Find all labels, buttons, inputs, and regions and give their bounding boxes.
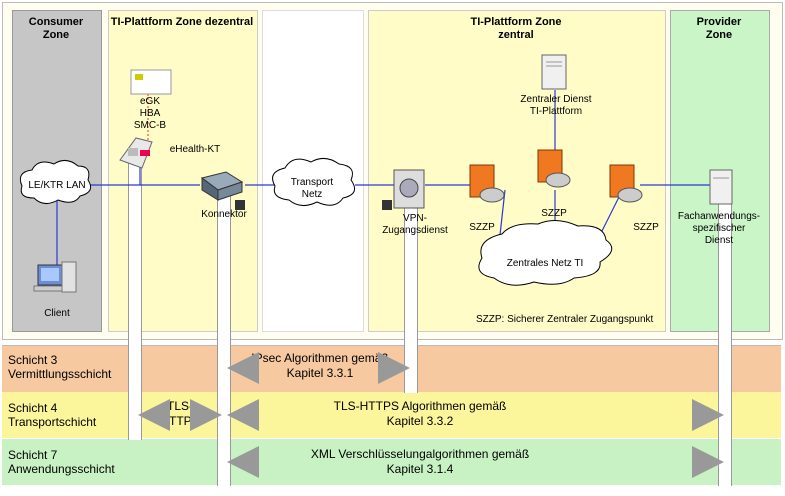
- client-computer-icon: [33, 261, 77, 293]
- szzp-note: SZZP: Sicherer Zentraler Zugangspunkt: [476, 314, 654, 325]
- tls-https-short: TLS- HTTPS: [160, 399, 200, 428]
- xml-algorithms: XML Verschlüsselungalgorithmen gemäß Kap…: [310, 447, 530, 476]
- konnektor-icon: [200, 171, 245, 210]
- zentraler-dienst-label: Zentraler Dienst TI-Plattform: [520, 94, 592, 117]
- provider-zone-title: Provider Zone: [696, 16, 742, 41]
- ehealth-kt-label: eHealth-KT: [169, 144, 221, 155]
- tls-https-algorithms: TLS-HTTPS Algorithmen gemäß Kapitel 3.3.…: [333, 399, 507, 428]
- card-icon: [130, 69, 172, 95]
- szzp-mid-firewall-icon: [537, 149, 571, 188]
- layer-3-label: Schicht 3 Vermittlungsschicht: [8, 353, 112, 381]
- szzp-mid-label: SZZP: [541, 208, 567, 219]
- szzp-left-label: SZZP: [469, 222, 495, 233]
- fachdienst-server-icon: [709, 169, 733, 205]
- le-ktr-lan-label: LE/KTR LAN: [28, 180, 86, 191]
- zentraler-dienst-server-icon: [541, 54, 567, 90]
- zentrales-netz-label: Zentrales Netz TI: [506, 258, 584, 269]
- zentral-zone-title: TI-Plattform Zone zentral: [470, 16, 562, 41]
- cards-label: eGK HBA SMC-B: [133, 96, 167, 131]
- transport-netz-label: Transport Netz: [290, 177, 334, 200]
- le-ktr-lan-cloud: [19, 160, 92, 204]
- transport-netz-cloud: [272, 158, 356, 206]
- szzp-right-firewall-icon: [609, 164, 643, 203]
- layer-row-7: [2, 439, 781, 485]
- bar-client: [128, 160, 142, 440]
- client-label: Client: [44, 308, 70, 319]
- fachdienst-label: Fachanwendungs- spezifischer Dienst: [677, 211, 761, 246]
- zentrales-netz-cloud: [478, 220, 613, 286]
- dezentral-zone-title: TI-Plattform Zone dezentral: [110, 16, 254, 28]
- vpn-icon: [382, 169, 425, 210]
- szzp-right-label: SZZP: [633, 222, 659, 233]
- szzp-left-firewall-icon: [469, 164, 505, 203]
- vpn-label: VPN- Zugangsdienst: [382, 213, 448, 236]
- bar-vpn: [404, 190, 418, 393]
- konnektor-label: Konnektor: [201, 209, 247, 220]
- card-terminal-icon: [119, 137, 153, 169]
- layer-7-label: Schicht 7 Anwendungsschicht: [8, 448, 115, 476]
- consumer-zone-title: Consumer Zone: [28, 16, 84, 41]
- layer-4-label: Schicht 4 Transportschicht: [8, 401, 97, 429]
